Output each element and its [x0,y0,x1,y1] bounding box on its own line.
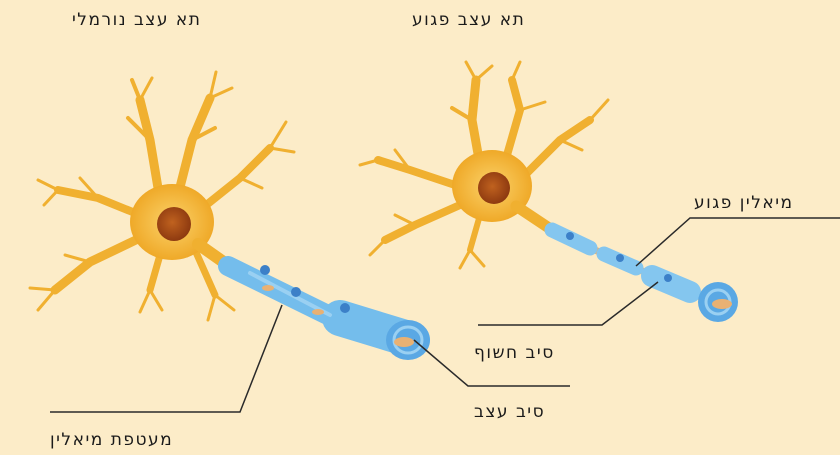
label-exposed-fiber: סיב חשוף [474,343,555,363]
label-nerve-fiber: סיב עצב [474,402,545,422]
label-myelin-sheath: מעטפת מיאלין [50,430,173,450]
title-damaged-neuron: תא עצב פגוע [412,10,525,30]
axon-core [712,299,732,309]
nucleus [157,207,191,241]
damaged-neuron [360,62,738,322]
leader-exposed-fiber [478,282,658,325]
damaged-myelin-fragments [552,230,690,292]
axon-core [394,337,414,347]
leader-damaged-myelin [636,218,840,266]
normal-neuron [30,72,430,360]
leader-myelin-sheath [50,305,282,412]
nucleus [478,172,510,204]
label-damaged-myelin: מיאלין פגוע [694,193,794,213]
myelin-sheath-segments [228,265,412,340]
title-normal-neuron: תא עצב נורמלי [72,10,201,30]
